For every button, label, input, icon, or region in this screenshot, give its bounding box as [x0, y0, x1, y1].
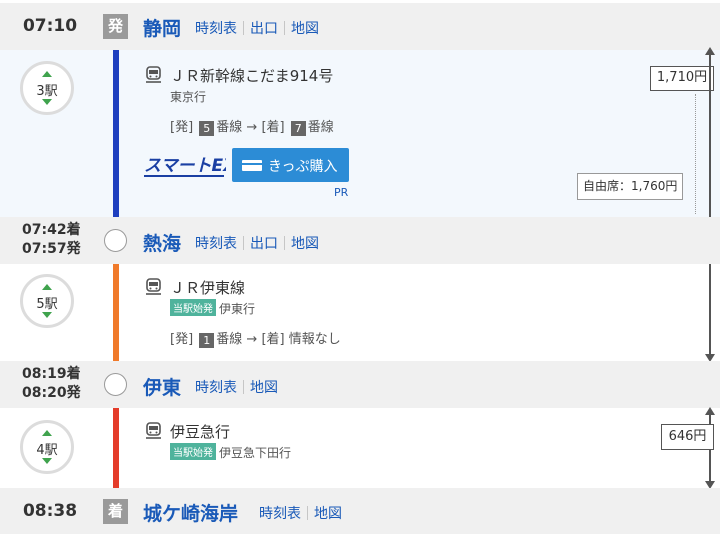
route-line-ito [113, 240, 119, 384]
arrival-time: 07:42着 [22, 222, 81, 238]
depart-label: [発] [170, 120, 194, 135]
station-links: 時刻表出口地図 [195, 18, 319, 38]
timetable-link[interactable]: 時刻表 [195, 21, 237, 37]
expand-up-icon [42, 284, 52, 290]
map-link[interactable]: 地図 [291, 21, 319, 37]
stop-count: 4駅 [36, 443, 58, 458]
timetable-link[interactable]: 時刻表 [195, 236, 237, 252]
station-row-ito: 08:19着 08:20発 伊東 時刻表地図 [0, 361, 720, 408]
stop-count-toggle[interactable]: 5駅 [20, 274, 74, 328]
stop-count: 3駅 [36, 84, 58, 99]
exit-link[interactable]: 出口 [250, 236, 278, 252]
arrive-platform-info: 情報なし [288, 332, 341, 347]
arrive-label: [着] [261, 332, 285, 347]
line-name: ＪＲ伊東線 [170, 279, 246, 297]
expand-up-icon [42, 71, 52, 77]
link-divider [243, 380, 244, 394]
origin-station-tag: 当駅始発 [170, 299, 216, 316]
station-name[interactable]: 静岡 [143, 18, 182, 40]
map-link[interactable]: 地図 [250, 380, 278, 396]
stop-marker [104, 373, 127, 396]
origin-station-tag: 当駅始発 [170, 443, 216, 460]
platform-arrow-text: 番線 → [216, 332, 258, 347]
fare-range-arrow-up [705, 47, 715, 55]
station-links: 時刻表地図 [259, 503, 342, 523]
route-line-shinkansen [113, 28, 119, 240]
direction-row: 当駅始発伊東行 [170, 299, 255, 317]
departure-time: 08:20発 [22, 385, 81, 401]
expand-down-icon [42, 458, 52, 464]
fare-range-arrow-up [705, 407, 715, 415]
ticket-purchase-label: きっぷ購入 [268, 159, 338, 175]
direction: 東京行 [170, 90, 207, 104]
segment-izukyu-bg [0, 408, 720, 488]
arrival-badge: 着 [103, 499, 128, 524]
expand-down-icon [42, 99, 52, 105]
arrive-label: [着] [261, 120, 285, 135]
station-links: 時刻表地図 [195, 377, 278, 397]
timetable-link[interactable]: 時刻表 [259, 506, 301, 522]
departure-time: 07:10 [22, 16, 78, 36]
map-link[interactable]: 地図 [314, 506, 342, 522]
direction-row: 当駅始発伊豆急下田行 [170, 443, 291, 461]
train-icon [146, 66, 161, 83]
ticket-purchase-button[interactable]: きっぷ購入 [232, 148, 349, 182]
map-link[interactable]: 地図 [291, 236, 319, 252]
link-divider [243, 236, 244, 250]
stop-count: 5駅 [36, 297, 58, 312]
fare-range-arrow-down [705, 481, 715, 489]
fare-range-arrow-down [705, 354, 715, 362]
line-name: ＪＲ新幹線こだま914号 [170, 67, 334, 85]
train-icon [146, 278, 161, 295]
station-name[interactable]: 熱海 [143, 233, 182, 255]
route-line-izukyu [113, 384, 119, 512]
stop-count-toggle[interactable]: 4駅 [20, 420, 74, 474]
platform-arrow-text: 番線 → [216, 120, 258, 135]
train-icon [146, 422, 161, 439]
link-divider [284, 236, 285, 250]
exit-link[interactable]: 出口 [250, 21, 278, 37]
expand-up-icon [42, 430, 52, 436]
fare-jr: 1,710円 [650, 66, 714, 91]
link-divider [243, 21, 244, 35]
fare-range-line [709, 54, 711, 354]
arrival-time: 08:38 [22, 501, 78, 521]
direction: 伊豆急下田行 [219, 446, 292, 460]
line-name: 伊豆急行 [170, 423, 231, 441]
expand-down-icon [42, 312, 52, 318]
fare-free-seat: 自由席：1,760円 [577, 173, 684, 200]
arrive-platform-number: 7 [290, 121, 306, 136]
depart-label: [発] [170, 332, 194, 347]
fare-izukyu: 646円 [661, 424, 714, 450]
smartex-logo-text: スマートEX [144, 156, 226, 176]
arrival-time: 08:19着 [22, 366, 81, 382]
fare-range-dotted [695, 94, 696, 214]
transfer-times: 07:42着 07:57発 [0, 221, 106, 259]
card-icon [242, 160, 262, 171]
station-name[interactable]: 伊東 [143, 377, 182, 399]
pr-label: PR [334, 186, 349, 199]
station-name[interactable]: 城ケ崎海岸 [143, 503, 239, 525]
station-links: 時刻表出口地図 [195, 233, 319, 253]
smartex-logo[interactable]: スマートEX [144, 151, 226, 179]
link-divider [284, 21, 285, 35]
station-row-shizuoka: 07:10 発 静岡 時刻表出口地図 [0, 3, 720, 50]
station-row-jogasaki: 08:38 着 城ケ崎海岸 時刻表地図 [0, 488, 720, 534]
transfer-times: 08:19着 08:20発 [0, 365, 106, 403]
link-divider [307, 506, 308, 520]
timetable-link[interactable]: 時刻表 [195, 380, 237, 396]
departure-time: 07:57発 [22, 241, 81, 257]
stop-marker [104, 229, 127, 252]
departure-badge: 発 [103, 14, 128, 39]
segment-ito-bg [0, 264, 720, 361]
direction: 伊東行 [219, 302, 256, 316]
station-row-atami: 07:42着 07:57発 熱海 時刻表出口地図 [0, 217, 720, 264]
stop-count-toggle[interactable]: 3駅 [20, 61, 74, 115]
arrive-platform-suffix: 番線 [307, 120, 334, 135]
depart-platform-number: 1 [199, 333, 215, 348]
depart-platform-number: 5 [199, 121, 215, 136]
